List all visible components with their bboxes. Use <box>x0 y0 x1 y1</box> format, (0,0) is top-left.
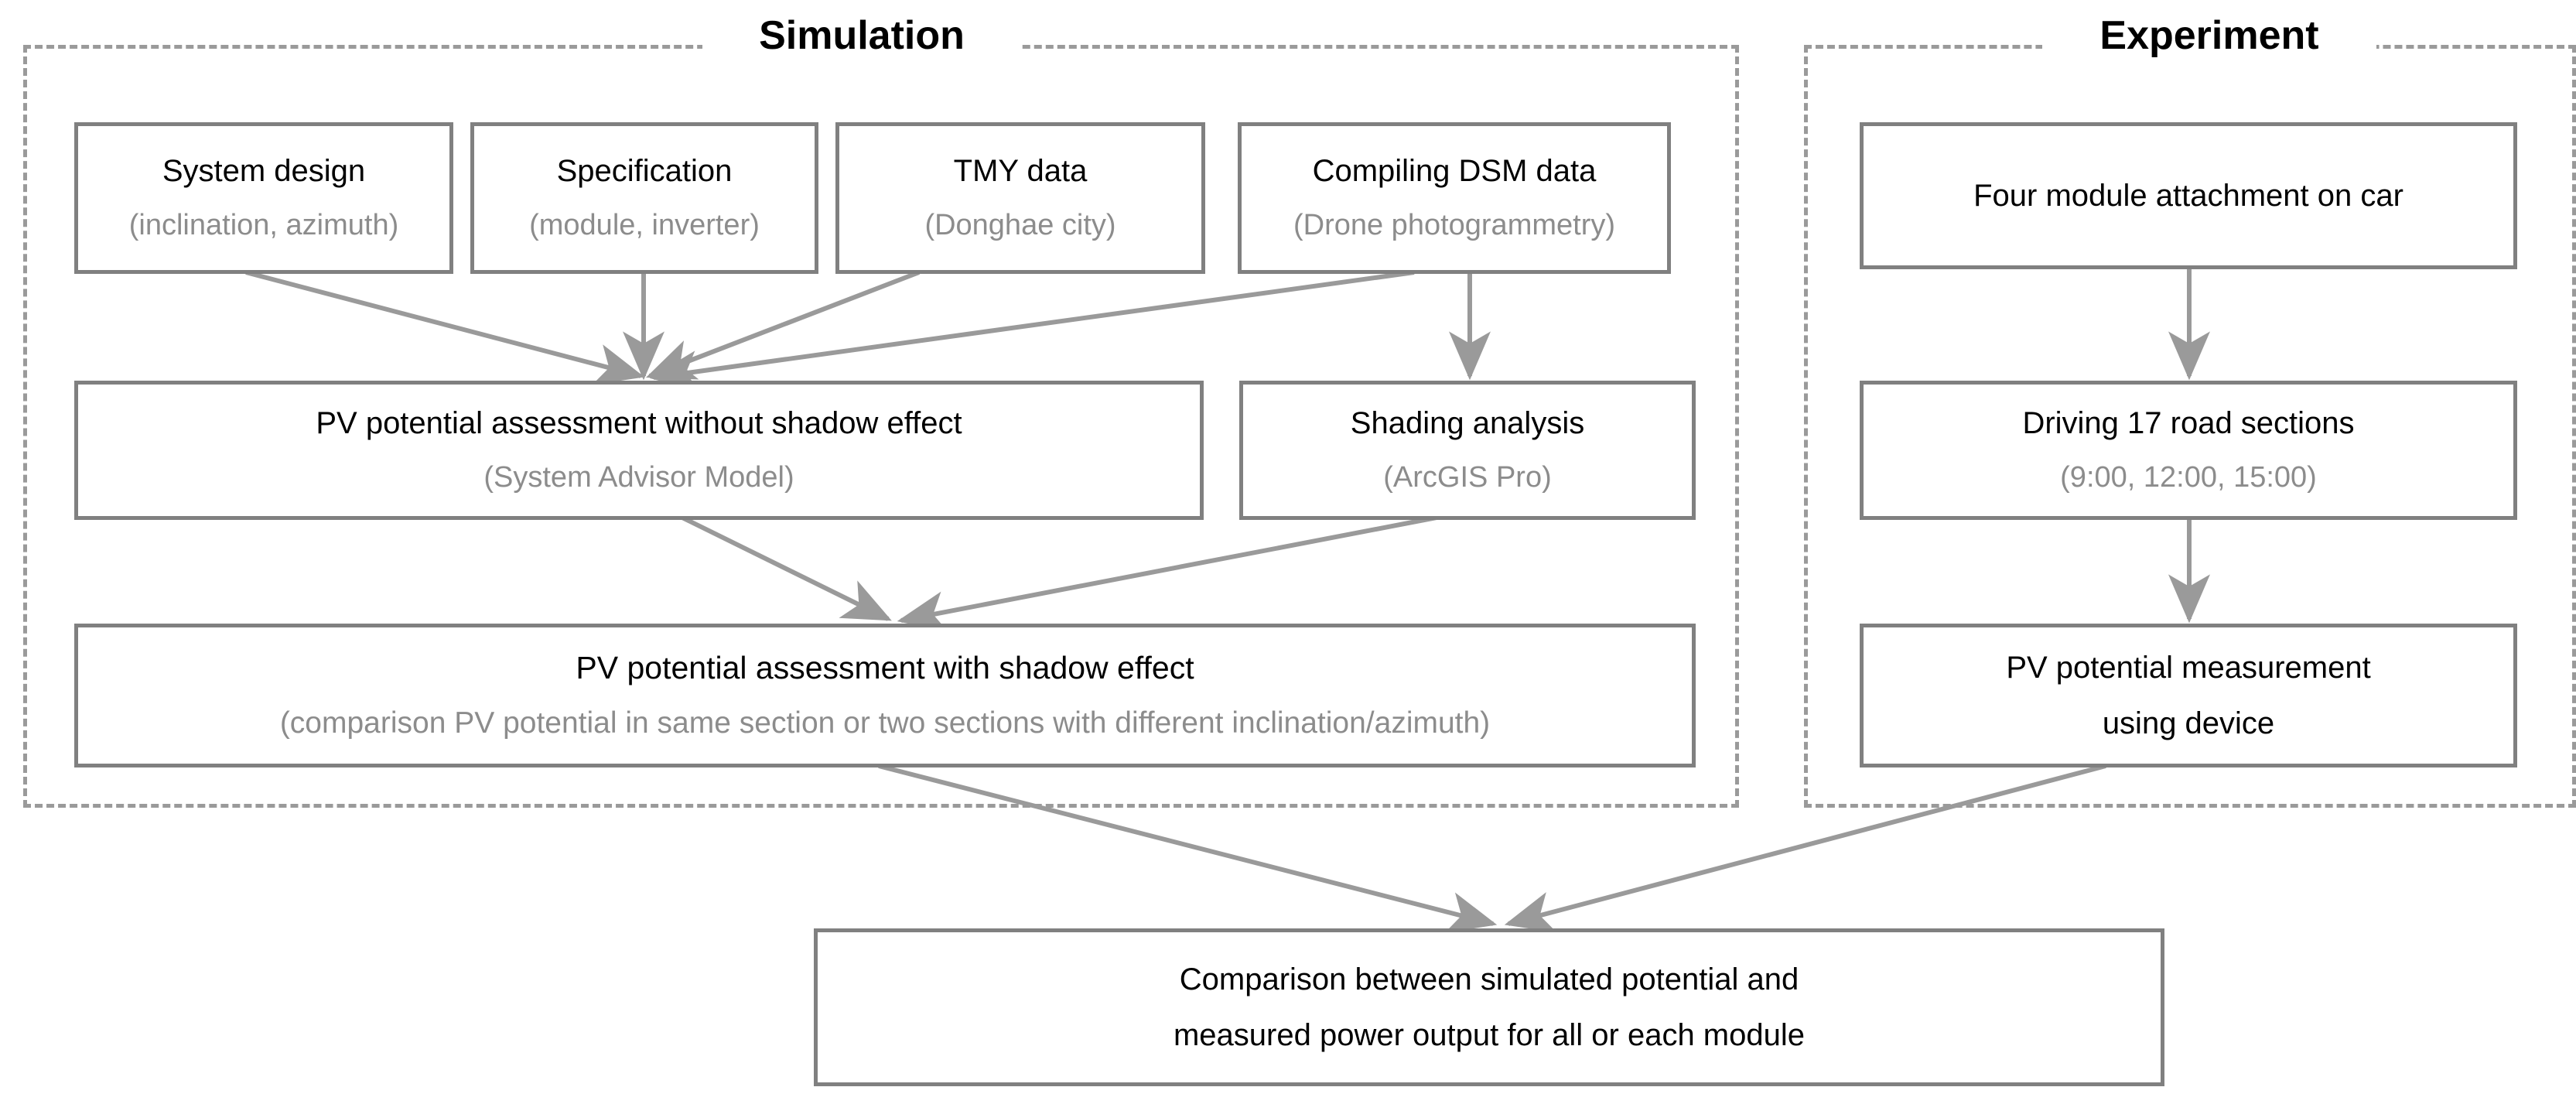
panel-title-experiment: Experiment <box>2042 15 2376 56</box>
node-driving-road-sections-title: Driving 17 road sections <box>2022 406 2355 441</box>
node-pv-without-shadow-title: PV potential assessment without shadow e… <box>316 406 962 441</box>
node-tmy-data-title: TMY data <box>953 154 1088 189</box>
node-system-design[interactable]: System design (inclination, azimuth) <box>74 122 453 274</box>
node-pv-with-shadow-subtitle: (comparison PV potential in same section… <box>279 706 1491 740</box>
node-shading-analysis-subtitle: (ArcGIS Pro) <box>1383 461 1552 494</box>
node-specification[interactable]: Specification (module, inverter) <box>470 122 818 274</box>
node-compiling-dsm-data-subtitle: (Drone photogrammetry) <box>1293 209 1616 242</box>
node-pv-without-shadow[interactable]: PV potential assessment without shadow e… <box>74 381 1204 520</box>
node-pv-potential-measurement-title: PV potential measurement <box>2006 651 2371 685</box>
node-compiling-dsm-data-title: Compiling DSM data <box>1312 154 1597 189</box>
node-tmy-data-subtitle: (Donghae city) <box>924 209 1116 242</box>
node-driving-road-sections-subtitle: (9:00, 12:00, 15:00) <box>2060 461 2317 494</box>
panel-title-simulation: Simulation <box>702 15 1021 56</box>
node-four-module-attachment-title: Four module attachment on car <box>1973 179 2403 213</box>
node-pv-potential-measurement[interactable]: PV potential measurement using device <box>1860 624 2517 767</box>
node-pv-with-shadow[interactable]: PV potential assessment with shadow effe… <box>74 624 1696 767</box>
node-pv-with-shadow-title: PV potential assessment with shadow effe… <box>576 650 1194 685</box>
node-pv-potential-measurement-subtitle: using device <box>2102 706 2275 740</box>
node-final-comparison[interactable]: Comparison between simulated potential a… <box>814 928 2164 1086</box>
node-specification-title: Specification <box>556 154 733 189</box>
node-driving-road-sections[interactable]: Driving 17 road sections (9:00, 12:00, 1… <box>1860 381 2517 520</box>
node-shading-analysis-title: Shading analysis <box>1350 406 1585 441</box>
node-pv-without-shadow-subtitle: (System Advisor Model) <box>483 461 794 494</box>
node-system-design-title: System design <box>162 154 366 189</box>
node-specification-subtitle: (module, inverter) <box>529 209 760 242</box>
node-shading-analysis[interactable]: Shading analysis (ArcGIS Pro) <box>1239 381 1696 520</box>
node-final-comparison-title: Comparison between simulated potential a… <box>1179 962 1799 996</box>
node-compiling-dsm-data[interactable]: Compiling DSM data (Drone photogrammetry… <box>1238 122 1671 274</box>
node-four-module-attachment[interactable]: Four module attachment on car <box>1860 122 2517 269</box>
node-system-design-subtitle: (inclination, azimuth) <box>128 209 399 242</box>
node-final-comparison-subtitle: measured power output for all or each mo… <box>1173 1018 1805 1052</box>
node-tmy-data[interactable]: TMY data (Donghae city) <box>835 122 1205 274</box>
